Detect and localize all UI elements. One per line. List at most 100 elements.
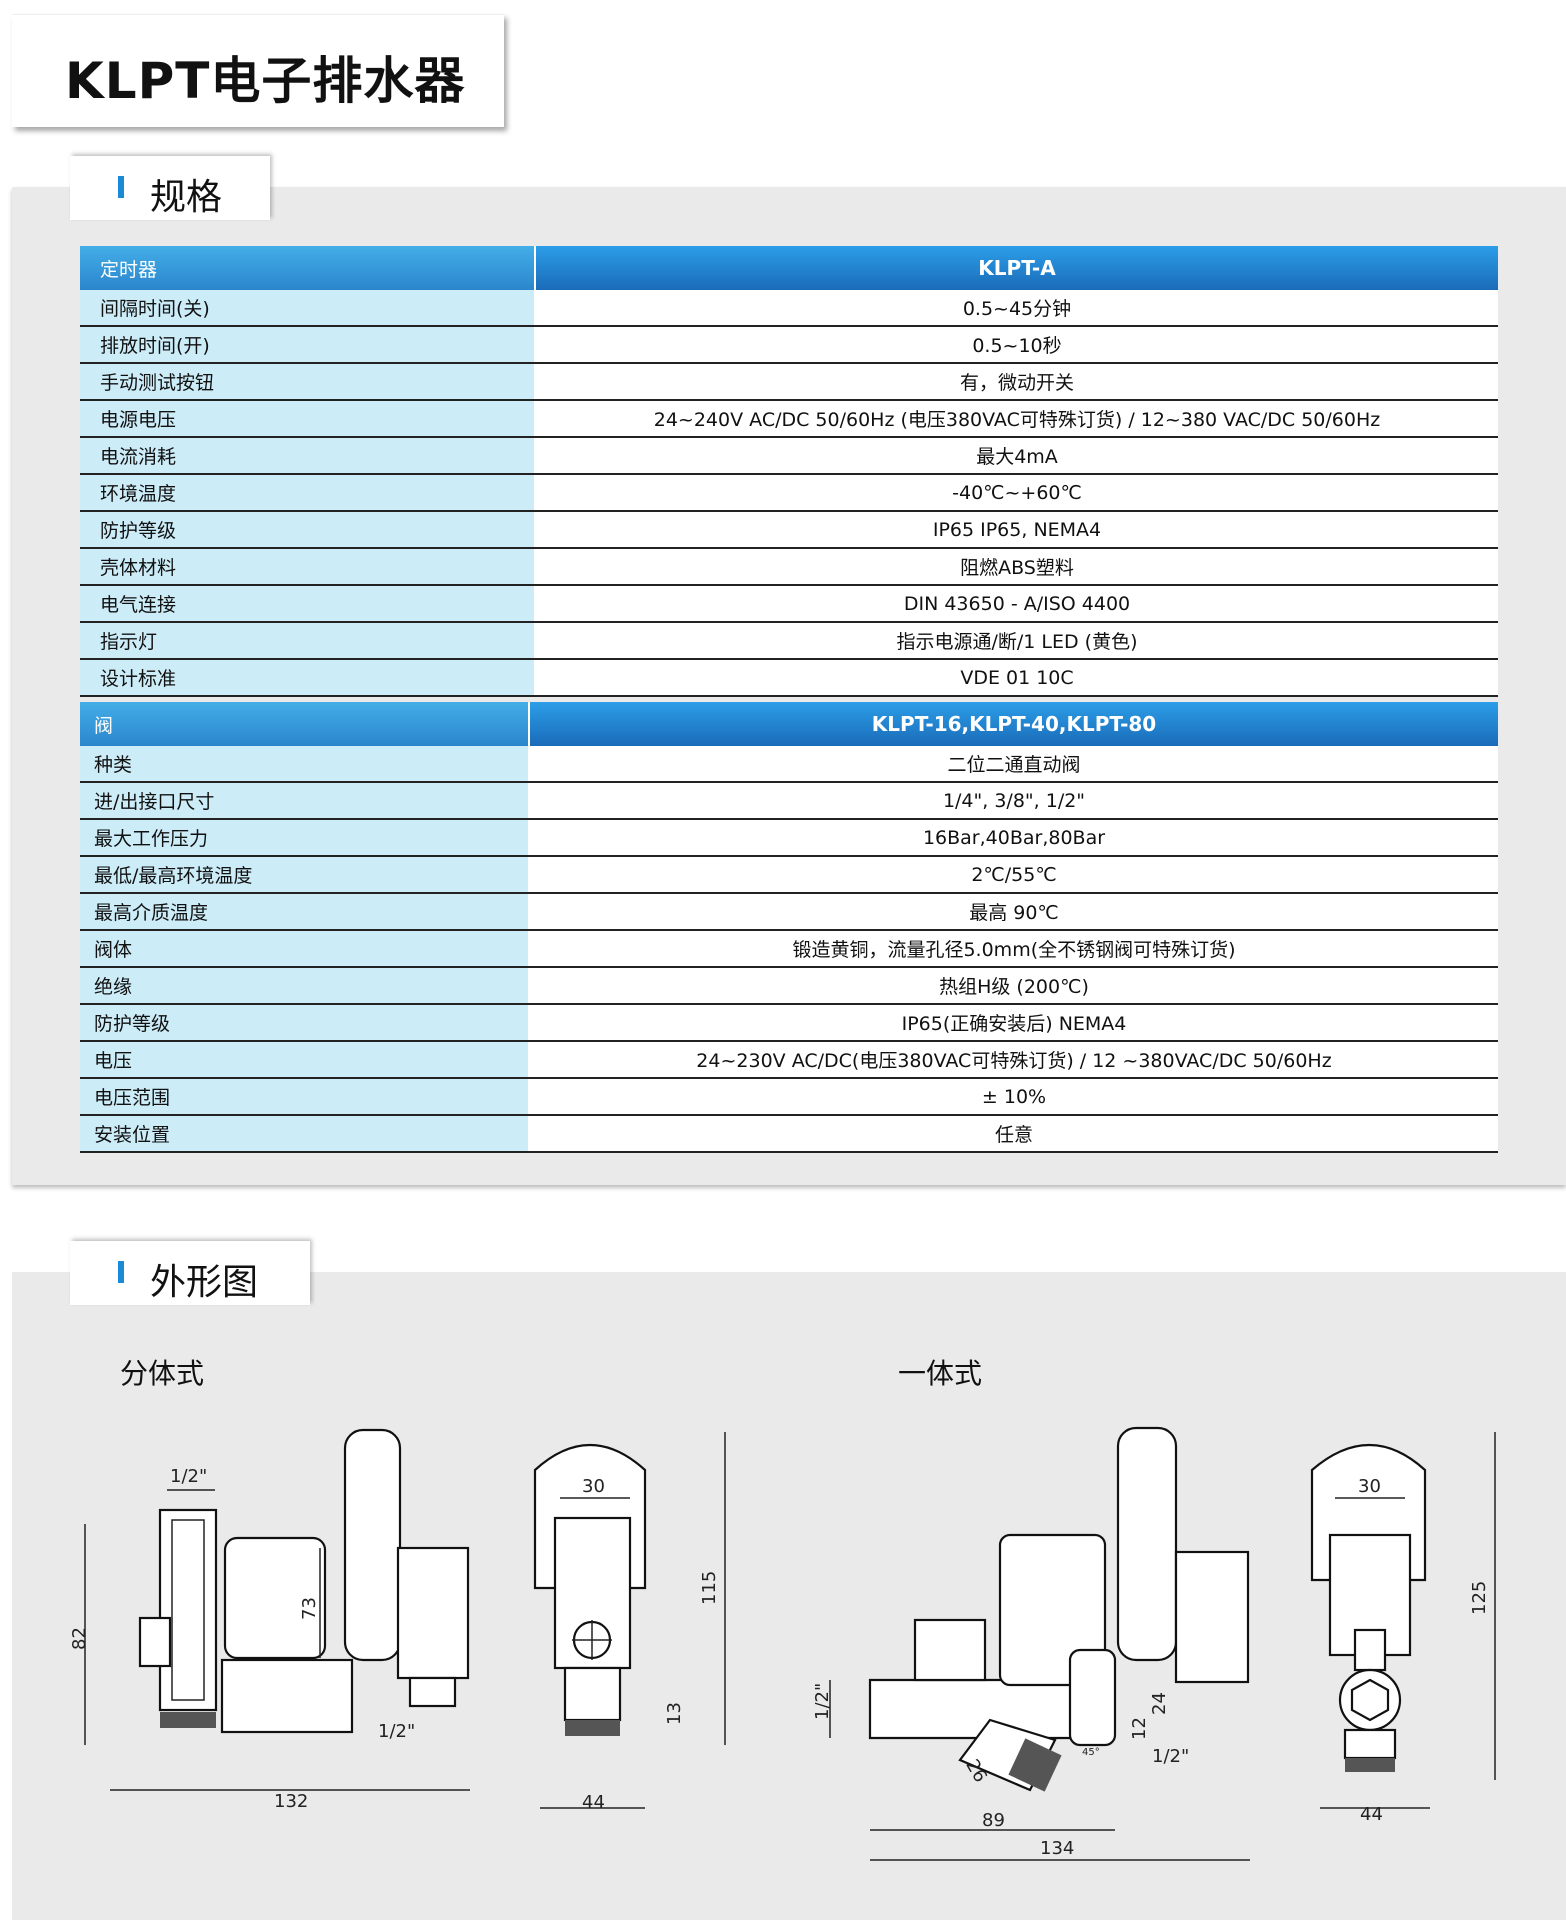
spec-value: 指示电源通/断/1 LED (黄色) [535,622,1498,660]
valve-table-header: 阀 KLPT-16,KLPT-40,KLPT-80 [80,702,1498,746]
timer-table-header: 定时器 KLPT-A [80,246,1498,290]
dim-integral-24: 24 [1149,1692,1170,1715]
spec-key: 设计标准 [80,659,536,697]
split-front-view [533,1443,647,1736]
integral-front-view [1310,1443,1427,1772]
spec-key: 进/出接口尺寸 [80,782,530,820]
spec-value: 最高 90℃ [529,893,1498,931]
table-row: 种类二位二通直动阀 [80,746,1498,783]
spec-value: VDE 01 10C [535,659,1498,697]
spec-key: 绝缘 [80,967,530,1005]
timer-spec-table: 定时器 KLPT-A 间隔时间(关)0.5~45分钟排放时间(开)0.5~10秒… [80,246,1498,697]
spec-section-tab: 规格 [70,156,270,220]
dim-split-width: 44 [582,1792,605,1813]
dim-integral-total-height: 125 [1469,1581,1490,1615]
dim-split-width-top: 30 [582,1476,605,1497]
dim-split-base: 13 [664,1702,685,1725]
table-row: 手动测试按钮有，微动开关 [80,363,1498,401]
dim-integral-width: 44 [1360,1804,1383,1825]
spec-value: 16Bar,40Bar,80Bar [529,819,1498,857]
page-title: KLPT电子排水器 [65,52,466,110]
spec-key: 指示灯 [80,622,536,660]
spec-key: 排放时间(开) [80,326,536,364]
spec-key: 环境温度 [80,474,536,512]
spec-key: 电压 [80,1041,530,1079]
integral-side-view [868,1426,1250,1792]
table-row: 阀体锻造黄铜，流量孔径5.0mm(全不锈钢阀可特殊订货) [80,930,1498,968]
dim-integral-134: 134 [1040,1838,1074,1859]
section-marker [118,176,124,198]
dim-integral-12: 12 [1129,1717,1150,1740]
spec-value: 任意 [529,1115,1498,1153]
dim-split-port-side: 1/2" [378,1721,415,1742]
spec-key: 最高介质温度 [80,893,530,931]
integral-view-label: 一体式 [898,1357,983,1390]
spec-value: 0.5~45分钟 [535,290,1498,327]
dimension-lines [84,1432,1496,1861]
table-row: 间隔时间(关)0.5~45分钟 [80,290,1498,327]
spec-key: 壳体材料 [80,548,536,586]
spec-value: IP65 IP65, NEMA4 [535,511,1498,549]
dim-integral-port-right: 1/2" [1152,1746,1189,1767]
table-row: 排放时间(开)0.5~10秒 [80,326,1498,364]
spec-value: 0.5~10秒 [535,326,1498,364]
timer-header-model: KLPT-A [535,246,1498,290]
spec-key: 安装位置 [80,1115,530,1153]
shape-section-tab: 外形图 [70,1241,310,1305]
spec-value: 热组H级 (200℃) [529,967,1498,1005]
dim-integral-angle: 45° [1082,1747,1100,1758]
dim-integral-89: 89 [982,1810,1005,1831]
spec-key: 最大工作压力 [80,819,530,857]
timer-header-key: 定时器 [80,246,536,290]
spec-section-title: 规格 [150,177,223,218]
dim-split-height: 82 [69,1627,90,1650]
spec-value: 2℃/55℃ [529,856,1498,894]
spec-key: 电气连接 [80,585,536,623]
valve-header-key: 阀 [80,702,530,746]
spec-value: 锻造黄铜，流量孔径5.0mm(全不锈钢阀可特殊订货) [529,930,1498,968]
spec-value: 阻燃ABS塑料 [535,548,1498,586]
spec-value: 有，微动开关 [535,363,1498,401]
spec-value: 24~240V AC/DC 50/60Hz (电压380VAC可特殊订货) / … [535,400,1498,438]
spec-value: IP65(正确安装后) NEMA4 [529,1004,1498,1042]
valve-spec-table: 阀 KLPT-16,KLPT-40,KLPT-80 种类二位二通直动阀进/出接口… [80,702,1498,1153]
spec-key: 最低/最高环境温度 [80,856,530,894]
spec-key: 防护等级 [80,511,536,549]
spec-key: 阀体 [80,930,530,968]
split-view-label: 分体式 [120,1357,205,1390]
spec-key: 间隔时间(关) [80,290,536,327]
dim-integral-port-left: 1/2" [812,1683,833,1720]
spec-value: 最大4mA [535,437,1498,475]
spec-value: 二位二通直动阀 [529,746,1498,783]
table-row: 安装位置任意 [80,1115,1498,1153]
table-row: 壳体材料阻燃ABS塑料 [80,548,1498,586]
dim-split-port-top: 1/2" [170,1466,207,1487]
shape-section-title: 外形图 [150,1262,259,1303]
spec-value: 24~230V AC/DC(电压380VAC可特殊订货) / 12 ~380VA… [529,1041,1498,1079]
spec-value: ± 10% [529,1078,1498,1116]
dim-integral-width-top: 30 [1358,1476,1381,1497]
section-marker [118,1261,124,1283]
split-side-view [138,1428,470,1734]
spec-key: 电源电压 [80,400,536,438]
table-row: 指示灯指示电源通/断/1 LED (黄色) [80,622,1498,660]
spec-key: 电压范围 [80,1078,530,1116]
dim-split-total-height: 115 [699,1571,720,1605]
table-row: 绝缘热组H级 (200℃) [80,967,1498,1005]
title-tab: KLPT电子排水器 [12,14,504,127]
spec-key: 电流消耗 [80,437,536,475]
table-row: 最高介质温度最高 90℃ [80,893,1498,931]
spec-value: 1/4", 3/8", 1/2" [529,782,1498,820]
dim-split-coil: 73 [299,1597,320,1620]
table-row: 环境温度-40℃~+60℃ [80,474,1498,512]
